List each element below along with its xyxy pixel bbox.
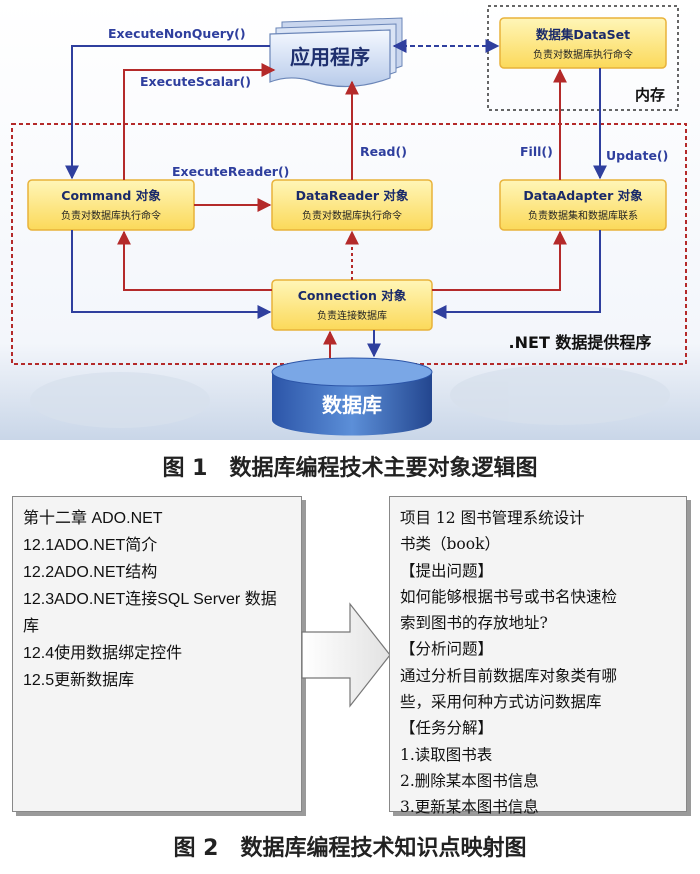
command-desc: 负责对数据库执行命令: [61, 209, 161, 222]
dataadapter-node: DataAdapter 对象 负责数据集和数据库联系: [499, 179, 667, 231]
project-line: 项目 12 图书管理系统设计: [400, 509, 585, 527]
arrow-command-connection: [71, 230, 272, 319]
net-provider-label: .NET 数据提供程序: [509, 333, 652, 352]
connection-title: Connection 对象: [298, 288, 407, 303]
outline-item: 12.4使用数据绑定控件: [23, 645, 183, 662]
label-execute-reader: ExecuteReader(): [172, 164, 289, 179]
project-line: 【任务分解】: [400, 719, 494, 738]
project-line: 索到图书的存放地址?: [400, 614, 548, 633]
mapping-arrow: [301, 602, 391, 708]
net-provider-frame: [11, 123, 687, 365]
figure2-caption: 图 2 数据库编程技术知识点映射图: [173, 836, 527, 861]
project-line: 通过分析目前数据库对象类有哪: [400, 666, 618, 685]
connection-desc: 负责连接数据库: [317, 309, 387, 322]
label-read: Read(): [360, 144, 407, 159]
datareader-node: DataReader 对象 负责对数据库执行命令: [271, 179, 433, 231]
database-label: 数据库: [322, 393, 382, 417]
label-execute-nonquery: ExecuteNonQuery(): [108, 26, 246, 41]
project-line: 些，采用何种方式访问数据库: [400, 693, 602, 712]
project-line: 1.读取图书表: [400, 745, 493, 764]
outline-item: 第十二章 ADO.NET: [23, 510, 163, 527]
dataset-node: 数据集DataSet 负责对数据库执行命令: [499, 17, 667, 69]
database-node: 数据库: [271, 357, 433, 436]
dataadapter-desc: 负责数据集和数据库联系: [528, 209, 638, 222]
memory-frame: [487, 5, 679, 111]
figure1-caption: 图 1 数据库编程技术主要对象逻辑图: [162, 456, 538, 481]
outline-item: 12.1ADO.NET简介: [23, 537, 158, 554]
project-line: 【分析问题】: [400, 640, 494, 659]
project-task-panel: 项目 12 图书管理系统设计 书类（book） 【提出问题】 如何能够根据书号或…: [389, 496, 687, 816]
outline-item: 12.3ADO.NET连接SQL Server 数据: [23, 591, 277, 608]
outline-item: 库: [23, 618, 40, 635]
project-line: 2.删除某本图书信息: [400, 771, 539, 790]
label-fill: Fill(): [520, 144, 553, 159]
connection-node: Connection 对象 负责连接数据库: [271, 279, 433, 331]
arrow-connection-command: [117, 230, 272, 291]
project-line: 3.更新某本图书信息: [400, 798, 539, 817]
arrow-execute-scalar: [123, 63, 276, 180]
world-map-watermark: [30, 365, 670, 434]
application-node: 应用程序: [269, 17, 403, 88]
outline-item: 12.5更新数据库: [23, 672, 135, 689]
dataadapter-title: DataAdapter 对象: [523, 188, 643, 203]
arrow-adapter-connection: [432, 230, 601, 319]
dataset-desc: 负责对数据库执行命令: [533, 48, 633, 61]
label-update: Update(): [606, 148, 668, 163]
command-title: Command 对象: [61, 188, 161, 203]
project-line: 【提出问题】: [400, 561, 494, 580]
outline-item: 12.2ADO.NET结构: [23, 564, 158, 581]
project-line: 如何能够根据书号或书名快速检: [400, 587, 618, 606]
datareader-desc: 负责对数据库执行命令: [302, 209, 402, 222]
datareader-title: DataReader 对象: [296, 188, 409, 203]
dataset-title: 数据集DataSet: [535, 27, 630, 42]
label-execute-scalar: ExecuteScalar(): [140, 74, 251, 89]
command-node: Command 对象 负责对数据库执行命令: [27, 179, 195, 231]
memory-label: 内存: [635, 86, 665, 104]
object-logic-diagram: 内存 .NET 数据提供程序 应用程序 数据集DataSet 负责对数据库执行命…: [0, 0, 700, 440]
chapter-outline-panel: 第十二章 ADO.NET 12.1ADO.NET简介 12.2ADO.NET结构…: [12, 496, 302, 812]
project-line: 书类（book）: [400, 535, 500, 554]
application-label: 应用程序: [290, 45, 370, 69]
arrow-execute-nonquery: [65, 45, 270, 180]
arrow-connection-adapter: [432, 230, 567, 291]
